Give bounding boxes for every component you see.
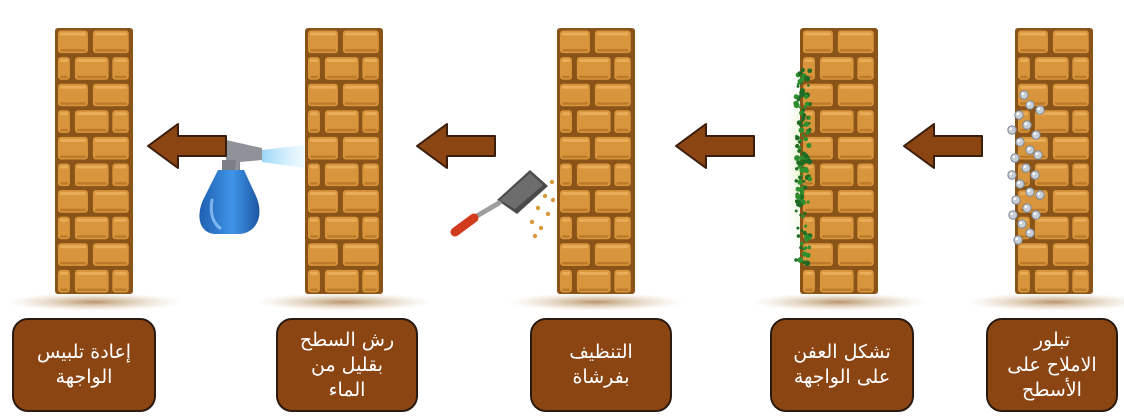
step-label-box-1: إعادة تلبيس الواجهة	[12, 318, 156, 412]
step-label-2: رش السطح بقليل من الماء	[299, 328, 395, 401]
brick-wall-1	[6, 28, 182, 311]
step-label-box-4: تشكل العفن على الواجهة	[770, 318, 914, 412]
process-arrow-1	[147, 123, 227, 169]
process-arrow-2	[416, 123, 496, 169]
step-label-3: التنظيف بفرشاة	[569, 341, 633, 388]
step-label-box-5: تبلور الاملاح على الأسطح	[986, 318, 1118, 412]
process-arrow-4	[903, 123, 983, 169]
brick-wall-3	[508, 28, 684, 311]
trowel-icon	[450, 170, 548, 237]
process-arrow-3	[675, 123, 755, 169]
mold-growth	[793, 68, 813, 267]
step-label-5: تبلور الاملاح على الأسطح	[1007, 328, 1097, 401]
step-label-1: إعادة تلبيس الواجهة	[36, 341, 132, 388]
brick-wall-4	[751, 28, 927, 311]
spray-bottle-icon	[199, 140, 305, 234]
salt-crystals	[1007, 90, 1045, 245]
brick-wall-2	[256, 28, 432, 311]
debris-particles	[529, 179, 556, 239]
brick-wall-5	[966, 28, 1124, 311]
step-label-box-2: رش السطح بقليل من الماء	[276, 318, 418, 412]
step-label-box-3: التنظيف بفرشاة	[530, 318, 672, 412]
step-label-4: تشكل العفن على الواجهة	[793, 341, 891, 388]
